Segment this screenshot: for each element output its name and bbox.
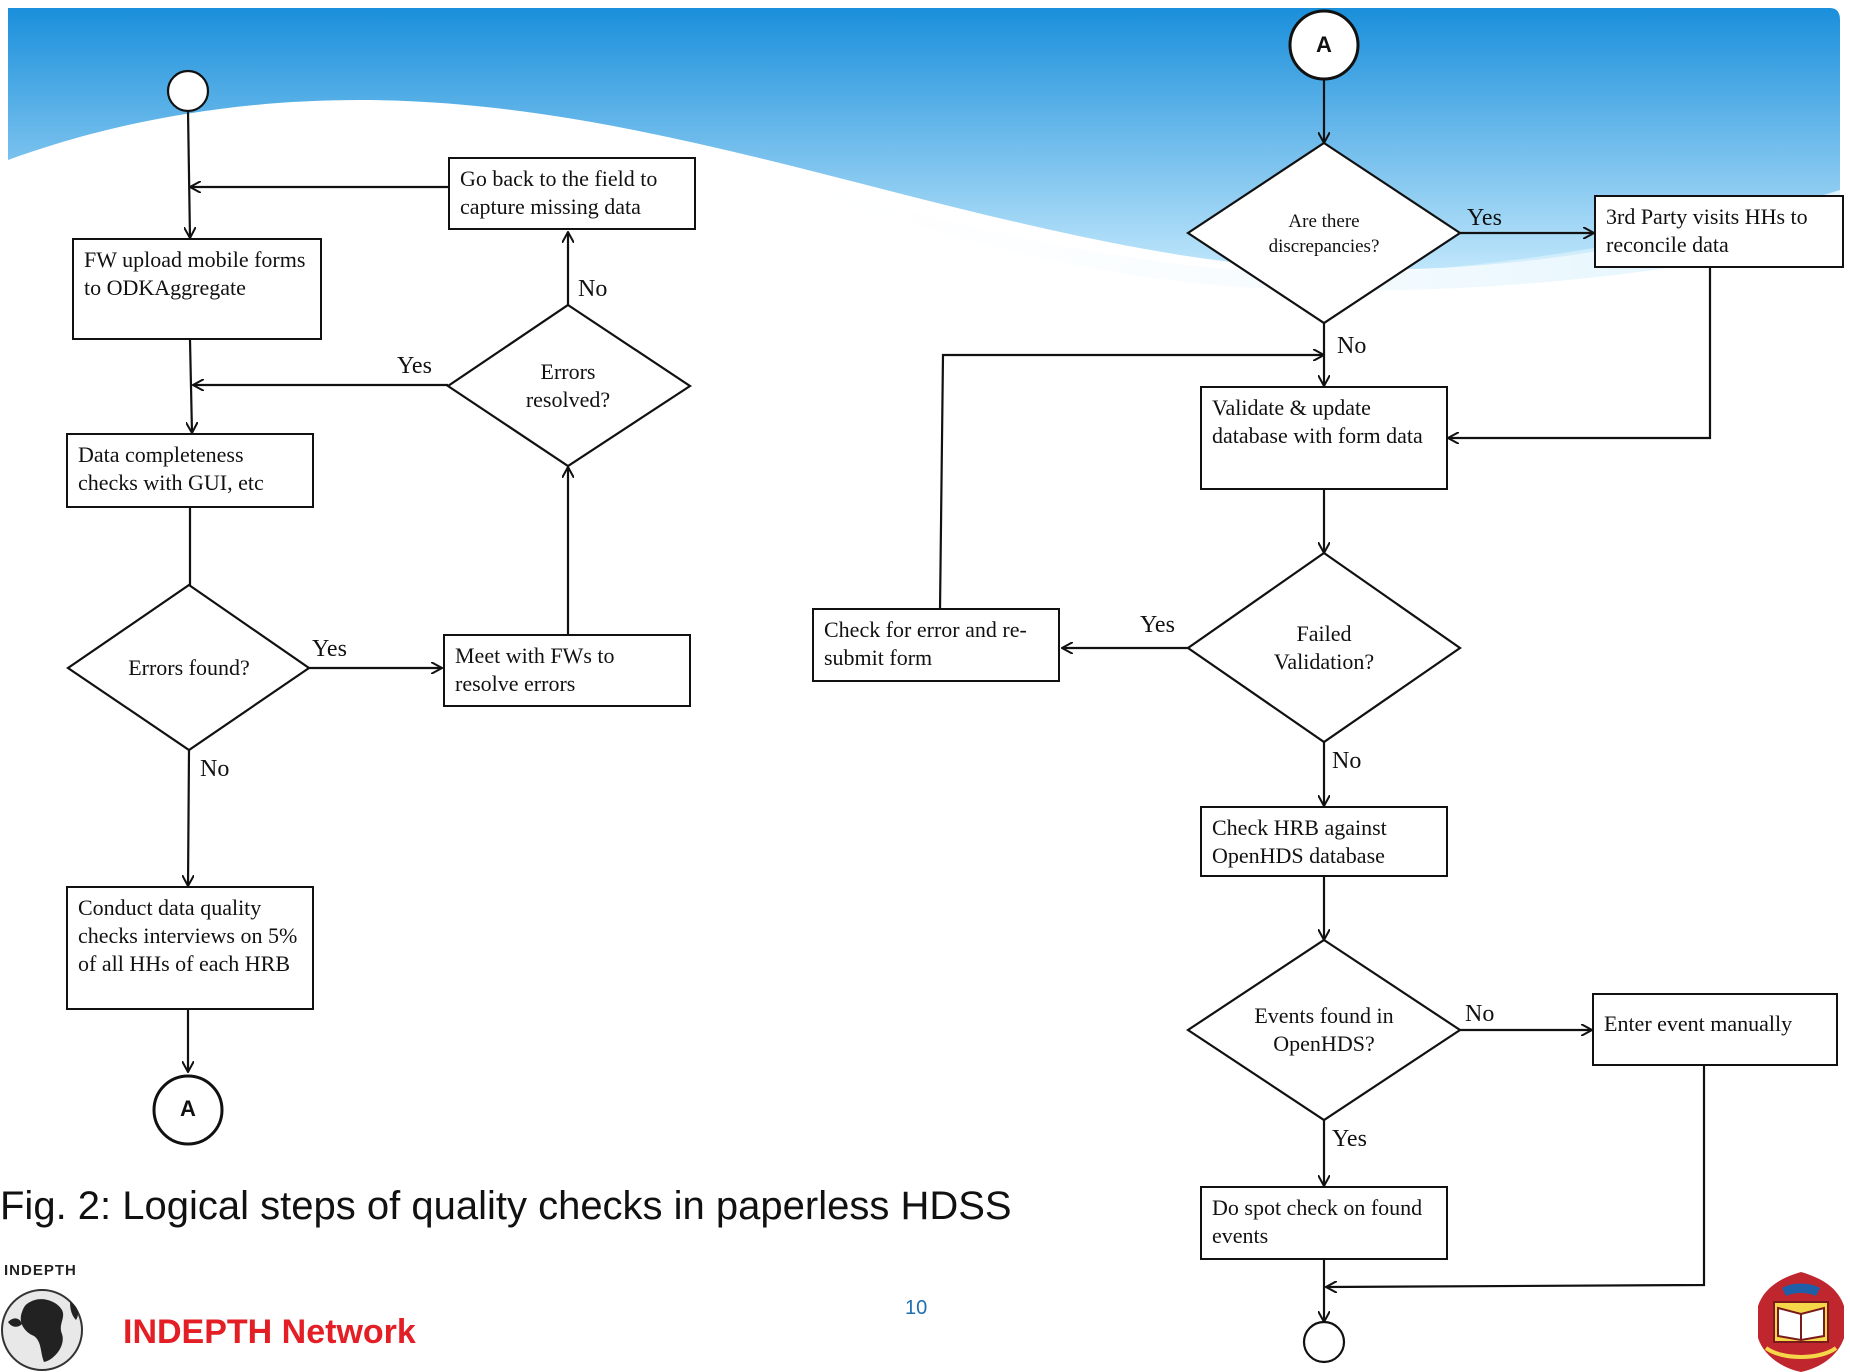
box-meet-fws: Meet with FWs to resolve errors <box>443 634 691 707</box>
edge-errors-resolved-yes: Yes <box>397 353 432 379</box>
box-third-party: 3rd Party visits HHs to reconcile data <box>1594 195 1844 268</box>
connector-a-top-label: A <box>1316 32 1332 57</box>
connector-a-bottom <box>152 1074 224 1146</box>
figure-caption: Fig. 2: Logical steps of quality checks … <box>0 1184 1012 1228</box>
box-conduct-quality: Conduct data quality checks interviews o… <box>66 886 314 1010</box>
logo-left-text: INDEPTH <box>4 1262 77 1279</box>
edge-discrepancies-yes: Yes <box>1467 205 1502 231</box>
end-terminal <box>1302 1320 1346 1364</box>
edge-errors-found-yes: Yes <box>312 636 347 662</box>
decision-events-found-label: Events found in OpenHDS? <box>1254 1003 1394 1056</box>
decision-errors-resolved <box>446 303 692 468</box>
box-fw-upload: FW upload mobile forms to ODKAggregate <box>72 238 322 340</box>
page-number: 10 <box>905 1297 928 1319</box>
box-data-completeness: Data completeness checks with GUI, etc <box>66 433 314 508</box>
decision-errors-resolved-label: Errors resolved? <box>525 359 611 412</box>
decision-failed-validation-label: Failed Validation? <box>1273 621 1375 674</box>
edge-failed-validation-no: No <box>1332 748 1362 774</box>
edge-errors-found-no: No <box>200 756 230 782</box>
brand-name: INDEPTH Network <box>123 1313 416 1351</box>
connector-a-bottom-label: A <box>180 1096 196 1121</box>
decision-discrepancies-label: Are there discrepancies? <box>1268 211 1380 257</box>
edge-discrepancies-no: No <box>1337 333 1367 359</box>
box-check-error: Check for error and re-submit form <box>812 608 1060 682</box>
decision-errors-found-label: Errors found? <box>128 655 250 680</box>
edge-failed-validation-yes: Yes <box>1140 612 1175 638</box>
edge-errors-resolved-no: No <box>578 276 608 302</box>
edge-events-found-yes: Yes <box>1332 1126 1367 1152</box>
start-terminal <box>166 69 210 113</box>
university-crest-logo <box>1758 1272 1844 1372</box>
box-validate: Validate & update database with form dat… <box>1200 386 1448 490</box>
edge-events-found-no: No <box>1465 1001 1495 1027</box>
box-go-back: Go back to the field to capture missing … <box>448 157 696 230</box>
indepth-globe-logo <box>1 1289 83 1371</box>
box-check-hrb: Check HRB against OpenHDS database <box>1200 806 1448 877</box>
box-spot-check: Do spot check on found events <box>1200 1186 1448 1260</box>
box-enter-event: Enter event manually <box>1592 993 1838 1066</box>
